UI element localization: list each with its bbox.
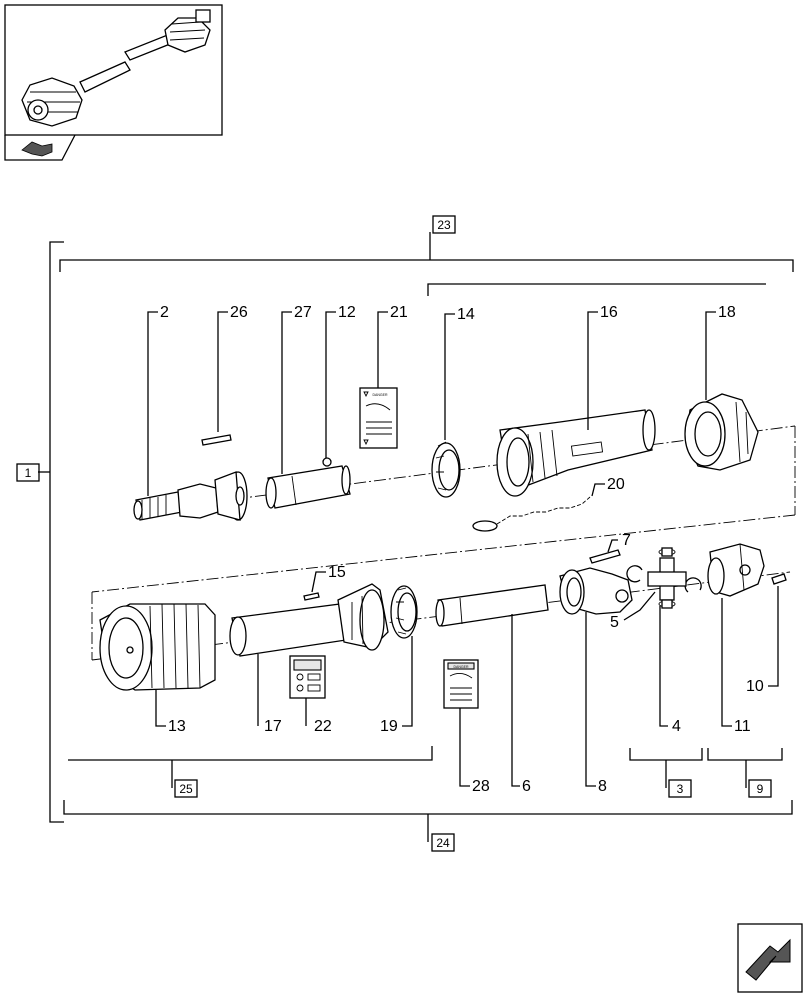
part-12-screw[interactable]: [322, 457, 332, 467]
part-10-bolt[interactable]: [771, 573, 787, 585]
thumbnail-right-guard-icon: [164, 9, 211, 53]
part-6-profile-tube[interactable]: [435, 584, 549, 627]
callout-8[interactable]: 8: [598, 778, 607, 795]
callout-2[interactable]: 2: [160, 304, 169, 321]
part-15-bolt[interactable]: [303, 592, 320, 601]
assembly-thumbnail[interactable]: [4, 4, 223, 161]
ref-1-text: 1: [25, 466, 32, 480]
part-28-danger-decal[interactable]: DANGER: [443, 659, 479, 709]
callout-18[interactable]: 18: [718, 304, 736, 321]
callout-26[interactable]: 26: [230, 304, 248, 321]
callout-16[interactable]: 16: [600, 304, 618, 321]
callout-5[interactable]: 5: [610, 614, 619, 631]
ref-3-text: 3: [677, 782, 684, 796]
next-arrow-icon: [745, 938, 791, 981]
callout-15[interactable]: 15: [328, 564, 346, 581]
callout-7[interactable]: 7: [622, 532, 631, 549]
part-26-pin[interactable]: [201, 434, 232, 446]
part-20-chain[interactable]: [472, 496, 591, 532]
part-17-outer-tube[interactable]: [229, 603, 347, 657]
leader-lines: [147, 311, 779, 787]
part-4-cross-journal[interactable]: [647, 547, 687, 609]
part-8-yoke[interactable]: [559, 567, 633, 615]
callout-20[interactable]: 20: [607, 476, 625, 493]
part-2-yoke[interactable]: [133, 471, 248, 521]
callout-10[interactable]: 10: [746, 678, 764, 695]
part-17-guard-cone[interactable]: [337, 583, 389, 651]
ref-25-text: 25: [179, 782, 193, 796]
ref-box-9[interactable]: 9: [748, 779, 772, 798]
callout-21[interactable]: 21: [390, 304, 408, 321]
bracket-lines: [38, 232, 794, 842]
part-21-danger-decal[interactable]: DANGER: [359, 387, 398, 449]
callout-14[interactable]: 14: [457, 306, 475, 323]
callout-28[interactable]: 28: [472, 778, 490, 795]
nav-next-button[interactable]: [737, 923, 803, 993]
nav-previous-icon[interactable]: [21, 141, 53, 157]
part-19-bearing-ring[interactable]: [390, 585, 418, 639]
callout-labels: 2 26 27 12 21 14 16 18 20 7 15 5 4 11 10…: [160, 304, 764, 795]
ref-box-1[interactable]: 1: [16, 463, 40, 482]
part-18-bell-guard[interactable]: [684, 393, 759, 471]
part-16-guard-cone[interactable]: [496, 409, 656, 497]
callout-6[interactable]: 6: [522, 778, 531, 795]
thumbnail-left-guard-icon: [21, 77, 83, 127]
part-22-decal[interactable]: [289, 655, 326, 699]
part-13-bellows-guard[interactable]: [99, 603, 216, 691]
ref-23-text: 23: [437, 218, 451, 232]
decal-28-danger-text: DANGER: [454, 665, 469, 669]
callout-27[interactable]: 27: [294, 304, 312, 321]
ref-box-3[interactable]: 3: [668, 779, 692, 798]
ref-box-24[interactable]: 24: [431, 833, 455, 852]
ref-24-text: 24: [436, 836, 450, 850]
ref-9-text: 9: [757, 782, 764, 796]
decal-21-danger-text: DANGER: [373, 393, 388, 397]
ref-box-25[interactable]: 25: [174, 779, 198, 798]
callout-19[interactable]: 19: [380, 718, 398, 735]
callout-13[interactable]: 13: [168, 718, 186, 735]
callout-11[interactable]: 11: [734, 718, 751, 735]
callout-22[interactable]: 22: [314, 718, 332, 735]
callout-4[interactable]: 4: [672, 718, 681, 735]
callout-17[interactable]: 17: [264, 718, 282, 735]
callout-12[interactable]: 12: [338, 304, 356, 321]
part-11-yoke[interactable]: [707, 543, 765, 597]
part-14-bearing-ring[interactable]: [431, 441, 461, 498]
part-7-pin[interactable]: [589, 549, 621, 564]
ref-box-23[interactable]: 23: [432, 215, 456, 234]
part-27-inner-tube[interactable]: [265, 465, 351, 509]
